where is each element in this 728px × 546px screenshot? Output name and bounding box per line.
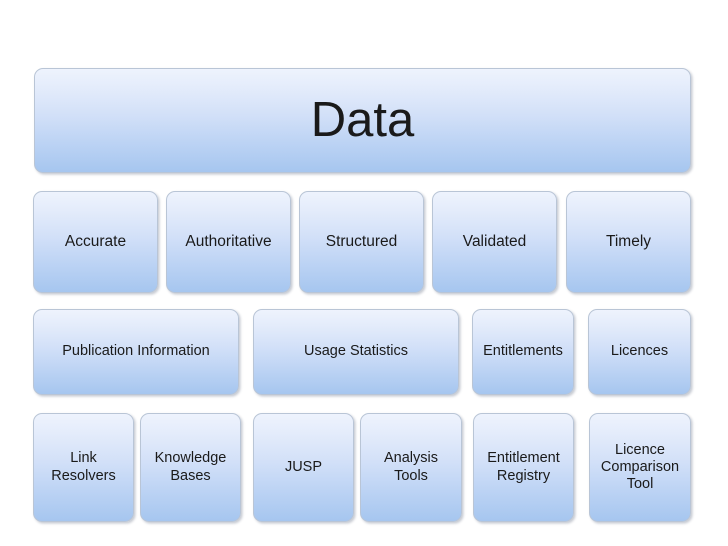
- node-licences-label: Licences: [610, 343, 669, 360]
- node-usage-statistics-label: Usage Statistics: [304, 343, 408, 360]
- node-structured[interactable]: Structured: [299, 191, 424, 293]
- node-data[interactable]: Data: [34, 68, 691, 173]
- node-analysis-tools-label: Analysis Tools: [384, 450, 438, 484]
- node-licences[interactable]: Licences: [588, 309, 691, 395]
- node-entitlements[interactable]: Entitlements: [472, 309, 574, 395]
- node-entitlement-registry-label: Entitlement Registry: [487, 450, 560, 484]
- node-jusp-label: JUSP: [284, 458, 323, 475]
- node-timely-label: Timely: [605, 232, 652, 250]
- node-usage-statistics[interactable]: Usage Statistics: [253, 309, 459, 395]
- node-jusp[interactable]: JUSP: [253, 413, 354, 522]
- node-authoritative[interactable]: Authoritative: [166, 191, 291, 293]
- node-entitlement-registry[interactable]: Entitlement Registry: [473, 413, 574, 522]
- node-licence-comparison-tool[interactable]: Licence Comparison Tool: [589, 413, 691, 522]
- node-publication-information-label: Publication Information: [62, 343, 210, 360]
- node-accurate-label: Accurate: [64, 232, 127, 250]
- node-accurate[interactable]: Accurate: [33, 191, 158, 293]
- node-analysis-tools[interactable]: Analysis Tools: [360, 413, 462, 522]
- node-knowledge-bases-label: Knowledge Bases: [154, 450, 227, 484]
- node-validated-label: Validated: [462, 232, 527, 250]
- node-link-resolvers[interactable]: Link Resolvers: [33, 413, 134, 522]
- node-timely[interactable]: Timely: [566, 191, 691, 293]
- node-knowledge-bases[interactable]: Knowledge Bases: [140, 413, 241, 522]
- node-publication-information[interactable]: Publication Information: [33, 309, 239, 395]
- node-authoritative-label: Authoritative: [185, 232, 272, 250]
- node-validated[interactable]: Validated: [432, 191, 557, 293]
- node-structured-label: Structured: [325, 232, 398, 250]
- node-entitlements-label: Entitlements: [483, 343, 563, 360]
- node-link-resolvers-label: Link Resolvers: [51, 450, 116, 484]
- node-licence-comparison-tool-label: Licence Comparison Tool: [600, 441, 680, 493]
- node-data-label: Data: [310, 92, 415, 147]
